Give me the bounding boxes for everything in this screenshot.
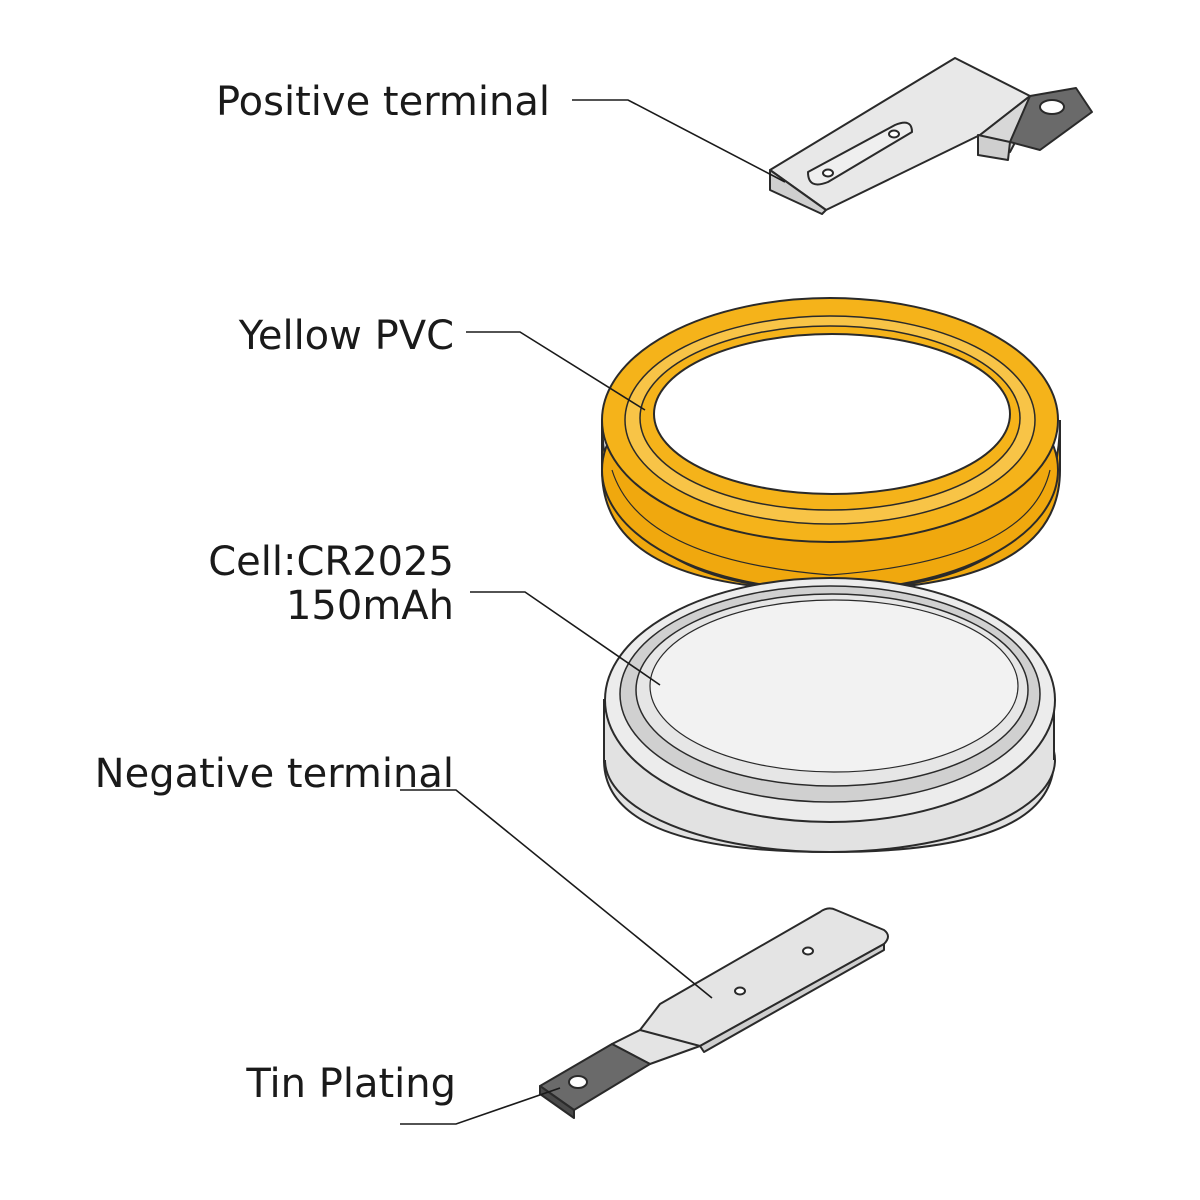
leader-line-negative	[400, 789, 713, 999]
yellow-pvc-label: Yellow PVC	[238, 313, 454, 359]
negative-terminal	[539, 907, 889, 1119]
leader-line-cell	[470, 591, 661, 686]
leader-line-pvc	[466, 331, 646, 411]
coin-cell	[603, 577, 1056, 854]
leader-line-positive	[572, 99, 786, 183]
cell-model-label: Cell:CR2025	[208, 539, 454, 585]
positive-terminal	[769, 57, 1093, 215]
cell-label: Cell:CR2025 150mAh	[208, 540, 454, 628]
negative-terminal-label: Negative terminal	[94, 751, 454, 797]
leader-lines	[400, 99, 786, 1125]
positive-terminal-label: Positive terminal	[215, 79, 550, 125]
leader-line-tin	[400, 1087, 561, 1125]
cell-capacity-label: 150mAh	[285, 583, 454, 629]
tin-plating-label: Tin Plating	[246, 1061, 456, 1107]
yellow-pvc-ring	[601, 297, 1061, 592]
